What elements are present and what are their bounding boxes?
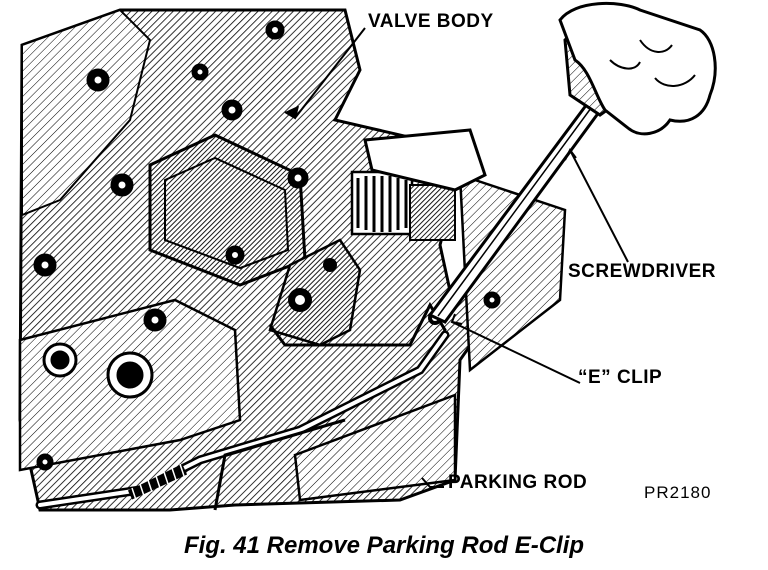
- spring: [350, 128, 487, 241]
- callout-leaders: [284, 27, 629, 488]
- e-clip-label: “E” CLIP: [578, 367, 663, 388]
- parking-rod: [35, 330, 457, 511]
- figure-code: PR2180: [644, 483, 712, 502]
- figure-caption: Fig. 41 Remove Parking Rod E-Clip: [183, 532, 585, 559]
- valve-body-label: VALVE BODY: [368, 11, 494, 32]
- parking-rod-label: PARKING ROD: [448, 472, 588, 493]
- screwdriver-label: SCREWDRIVER: [568, 261, 717, 282]
- valve-body-bolts: [33, 20, 501, 471]
- hand: [558, 1, 717, 136]
